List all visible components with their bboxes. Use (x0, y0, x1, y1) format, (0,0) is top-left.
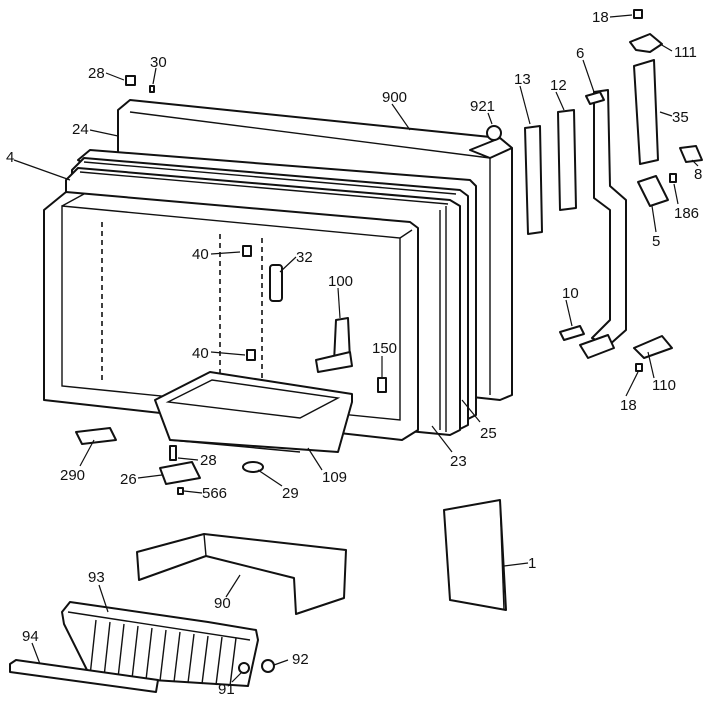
callout-6: 6 (576, 45, 584, 62)
callout-12: 12 (550, 77, 567, 94)
callout-566: 566 (202, 485, 227, 502)
callout-30: 30 (150, 54, 167, 71)
callout-26: 26 (120, 471, 137, 488)
callout-92: 92 (292, 651, 309, 668)
callout-150: 150 (372, 340, 397, 357)
callout-94: 94 (22, 628, 39, 645)
callout-18-lower: 18 (620, 397, 637, 414)
callout-35: 35 (672, 109, 689, 126)
lower-loose-parts (75, 427, 507, 611)
callout-5: 5 (652, 233, 660, 250)
hinge-and-bracket-parts (125, 9, 703, 372)
interior-small-parts (242, 245, 387, 393)
callout-110: 110 (652, 377, 676, 394)
callout-8: 8 (694, 166, 702, 183)
callout-25: 25 (480, 425, 497, 442)
callout-90: 90 (214, 595, 231, 612)
callout-10: 10 (562, 285, 579, 302)
callout-18-top: 18 (592, 9, 609, 26)
cap-92 (261, 659, 275, 673)
callout-28-lower: 28 (200, 452, 217, 469)
fastener-91 (238, 662, 250, 674)
basket-frame (136, 533, 347, 615)
wire-basket (61, 601, 259, 687)
callout-900: 900 (382, 89, 407, 106)
callout-111: 111 (674, 44, 697, 61)
callout-100: 100 (328, 273, 353, 290)
callout-91: 91 (218, 681, 235, 698)
callout-labels: 18 111 28 30 6 13 12 900 921 35 24 8 4 1… (6, 9, 702, 698)
callout-40-upper: 40 (192, 246, 209, 263)
callout-186: 186 (674, 205, 699, 222)
callout-40-lower: 40 (192, 345, 209, 362)
leader-lines (13, 14, 699, 683)
crisper-pan (154, 371, 353, 453)
callout-109: 109 (322, 469, 347, 486)
callout-13: 13 (514, 71, 531, 88)
callout-1: 1 (528, 555, 536, 572)
callout-921: 921 (470, 98, 495, 115)
callout-24: 24 (72, 121, 89, 138)
bottom-rail (9, 659, 159, 693)
callout-32: 32 (296, 249, 313, 266)
callout-29: 29 (282, 485, 299, 502)
callout-4: 4 (6, 149, 14, 166)
inner-liner (43, 191, 419, 441)
callout-23: 23 (450, 453, 467, 470)
callout-290: 290 (60, 467, 85, 484)
callout-28-top: 28 (88, 65, 105, 82)
callout-93: 93 (88, 569, 105, 586)
